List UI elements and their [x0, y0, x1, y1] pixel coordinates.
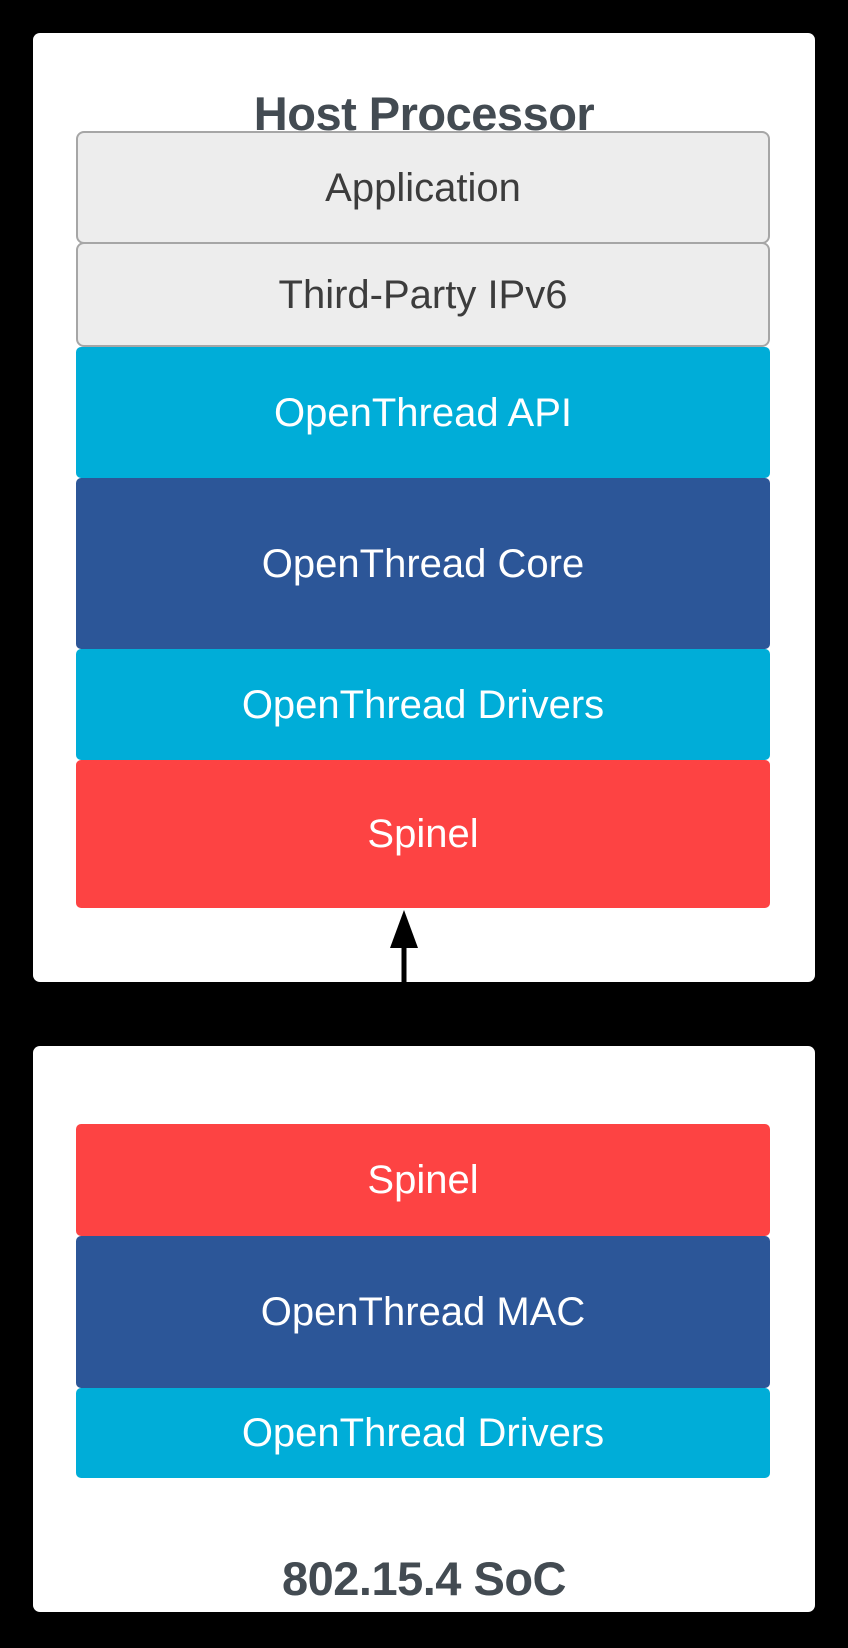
layer-openthread-api[interactable]: OpenThread API: [76, 347, 770, 478]
soc-title: 802.15.4 SoC: [281, 1552, 567, 1605]
layer-openthread-drivers-soc[interactable]: OpenThread Drivers: [76, 1388, 770, 1478]
layer-openthread-drivers-host[interactable]: OpenThread Drivers: [76, 649, 770, 760]
layer-third-party-ipv6[interactable]: Third-Party IPv6: [76, 242, 770, 347]
layer-third-party-ipv6-label: Third-Party IPv6: [278, 272, 568, 317]
layer-openthread-api-label: OpenThread API: [274, 390, 572, 435]
layer-openthread-core[interactable]: OpenThread Core: [76, 478, 770, 649]
layer-application-label: Application: [325, 165, 521, 210]
layer-openthread-drivers-host-label: OpenThread Drivers: [241, 682, 605, 727]
layer-openthread-core-label: OpenThread Core: [261, 541, 585, 586]
layer-openthread-mac-label: OpenThread MAC: [260, 1290, 586, 1334]
layer-spinel-soc-label: Spinel: [367, 1158, 479, 1202]
layer-spinel-host[interactable]: Spinel: [76, 760, 770, 908]
layer-spinel-host-label: Spinel: [367, 812, 479, 856]
layer-openthread-mac[interactable]: OpenThread MAC: [76, 1236, 770, 1388]
layer-openthread-drivers-soc-label: OpenThread Drivers: [241, 1411, 605, 1455]
layer-spinel-soc[interactable]: Spinel: [76, 1124, 770, 1236]
layer-application[interactable]: Application: [76, 131, 770, 244]
host-processor-title: Host Processor: [253, 87, 595, 140]
